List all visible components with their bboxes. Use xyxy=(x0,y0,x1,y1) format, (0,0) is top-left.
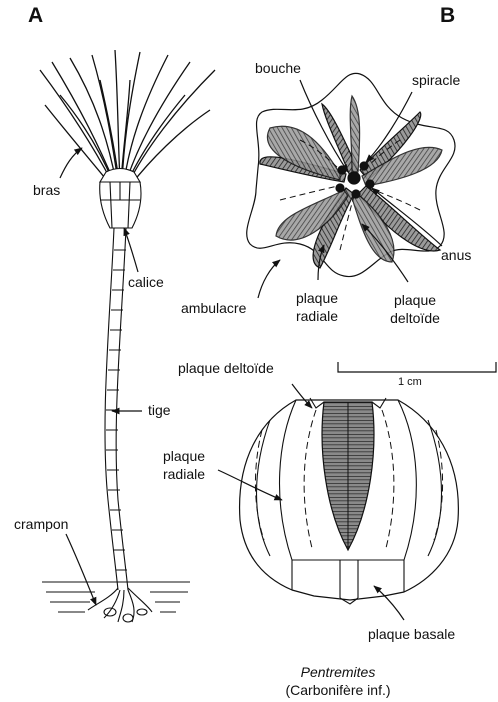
label-calice: calice xyxy=(128,274,164,290)
label-plaque-radiale-top-1: plaque xyxy=(290,290,344,306)
label-bouche: bouche xyxy=(255,60,301,76)
label-plaque-deltoide-top-2: deltoïde xyxy=(384,310,446,326)
panel-label-a: A xyxy=(28,4,43,28)
spiracle-4 xyxy=(352,190,360,198)
caption-genus: Pentremites xyxy=(268,664,408,680)
label-plaque-radiale-bottom-2: radiale xyxy=(154,466,214,482)
label-plaque-deltoide-bottom: plaque deltoïde xyxy=(178,360,274,376)
label-crampon: crampon xyxy=(14,516,68,532)
label-plaque-basale: plaque basale xyxy=(368,626,455,642)
crinoid-holdfast xyxy=(88,588,152,622)
blastoid-lateral-view xyxy=(240,398,459,604)
scale-bar-label: 1 cm xyxy=(398,376,422,388)
label-plaque-radiale-top-2: radiale xyxy=(290,308,344,324)
arrow-ambulacre xyxy=(258,260,280,298)
spiracle-5 xyxy=(336,184,344,192)
crinoid-calyx xyxy=(100,169,141,229)
mouth xyxy=(348,172,360,184)
arrow-calice xyxy=(124,228,138,272)
label-bras: bras xyxy=(33,182,60,198)
crinoid-drawing xyxy=(40,50,215,622)
label-plaque-deltoide-top-1: plaque xyxy=(384,292,446,308)
arrow-bras xyxy=(60,148,82,178)
label-spiracle: spiracle xyxy=(412,72,460,88)
seafloor-lines xyxy=(42,582,190,612)
label-ambulacre: ambulacre xyxy=(181,300,246,316)
label-plaque-radiale-bottom-1: plaque xyxy=(154,448,214,464)
label-tige: tige xyxy=(148,402,171,418)
crinoid-stem xyxy=(105,228,128,590)
label-anus: anus xyxy=(441,247,471,263)
panel-label-b: B xyxy=(440,4,455,28)
blastoid-oral-view xyxy=(247,73,455,276)
scale-bar xyxy=(338,362,496,372)
spiracle-2 xyxy=(360,162,368,170)
caption-age: (Carbonifère inf.) xyxy=(258,682,418,698)
arrow-crampon xyxy=(66,534,96,605)
spiracle-3 xyxy=(366,180,374,188)
